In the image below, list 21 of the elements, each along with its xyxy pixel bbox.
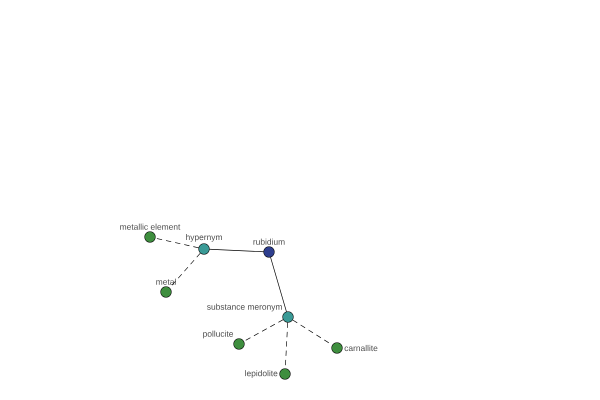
node-label: pollucite <box>203 330 234 338</box>
graph-node: rubidium <box>253 238 285 258</box>
graph-node: carnallite <box>331 342 378 354</box>
node-label: lepidolite <box>245 370 278 378</box>
graph-node: substance meronym <box>207 304 294 323</box>
node-label: metallic element <box>120 224 180 230</box>
node-label: metal <box>156 278 176 285</box>
node-label: carnallite <box>344 344 378 352</box>
graph-node: pollucite <box>203 330 245 350</box>
node-label: substance meronym <box>207 304 282 312</box>
connector-line <box>155 238 199 248</box>
graph-node: hypernym <box>186 234 222 255</box>
connector-line <box>244 319 284 342</box>
graph-node: metal <box>156 278 176 298</box>
connector-line <box>169 252 201 288</box>
connector-line <box>270 257 287 312</box>
graph-node: lepidolite <box>245 368 291 380</box>
node-label: rubidium <box>253 238 285 245</box>
node-label: hypernym <box>186 234 222 242</box>
graph-node: metallic element <box>120 224 180 243</box>
connector-line <box>209 248 264 252</box>
